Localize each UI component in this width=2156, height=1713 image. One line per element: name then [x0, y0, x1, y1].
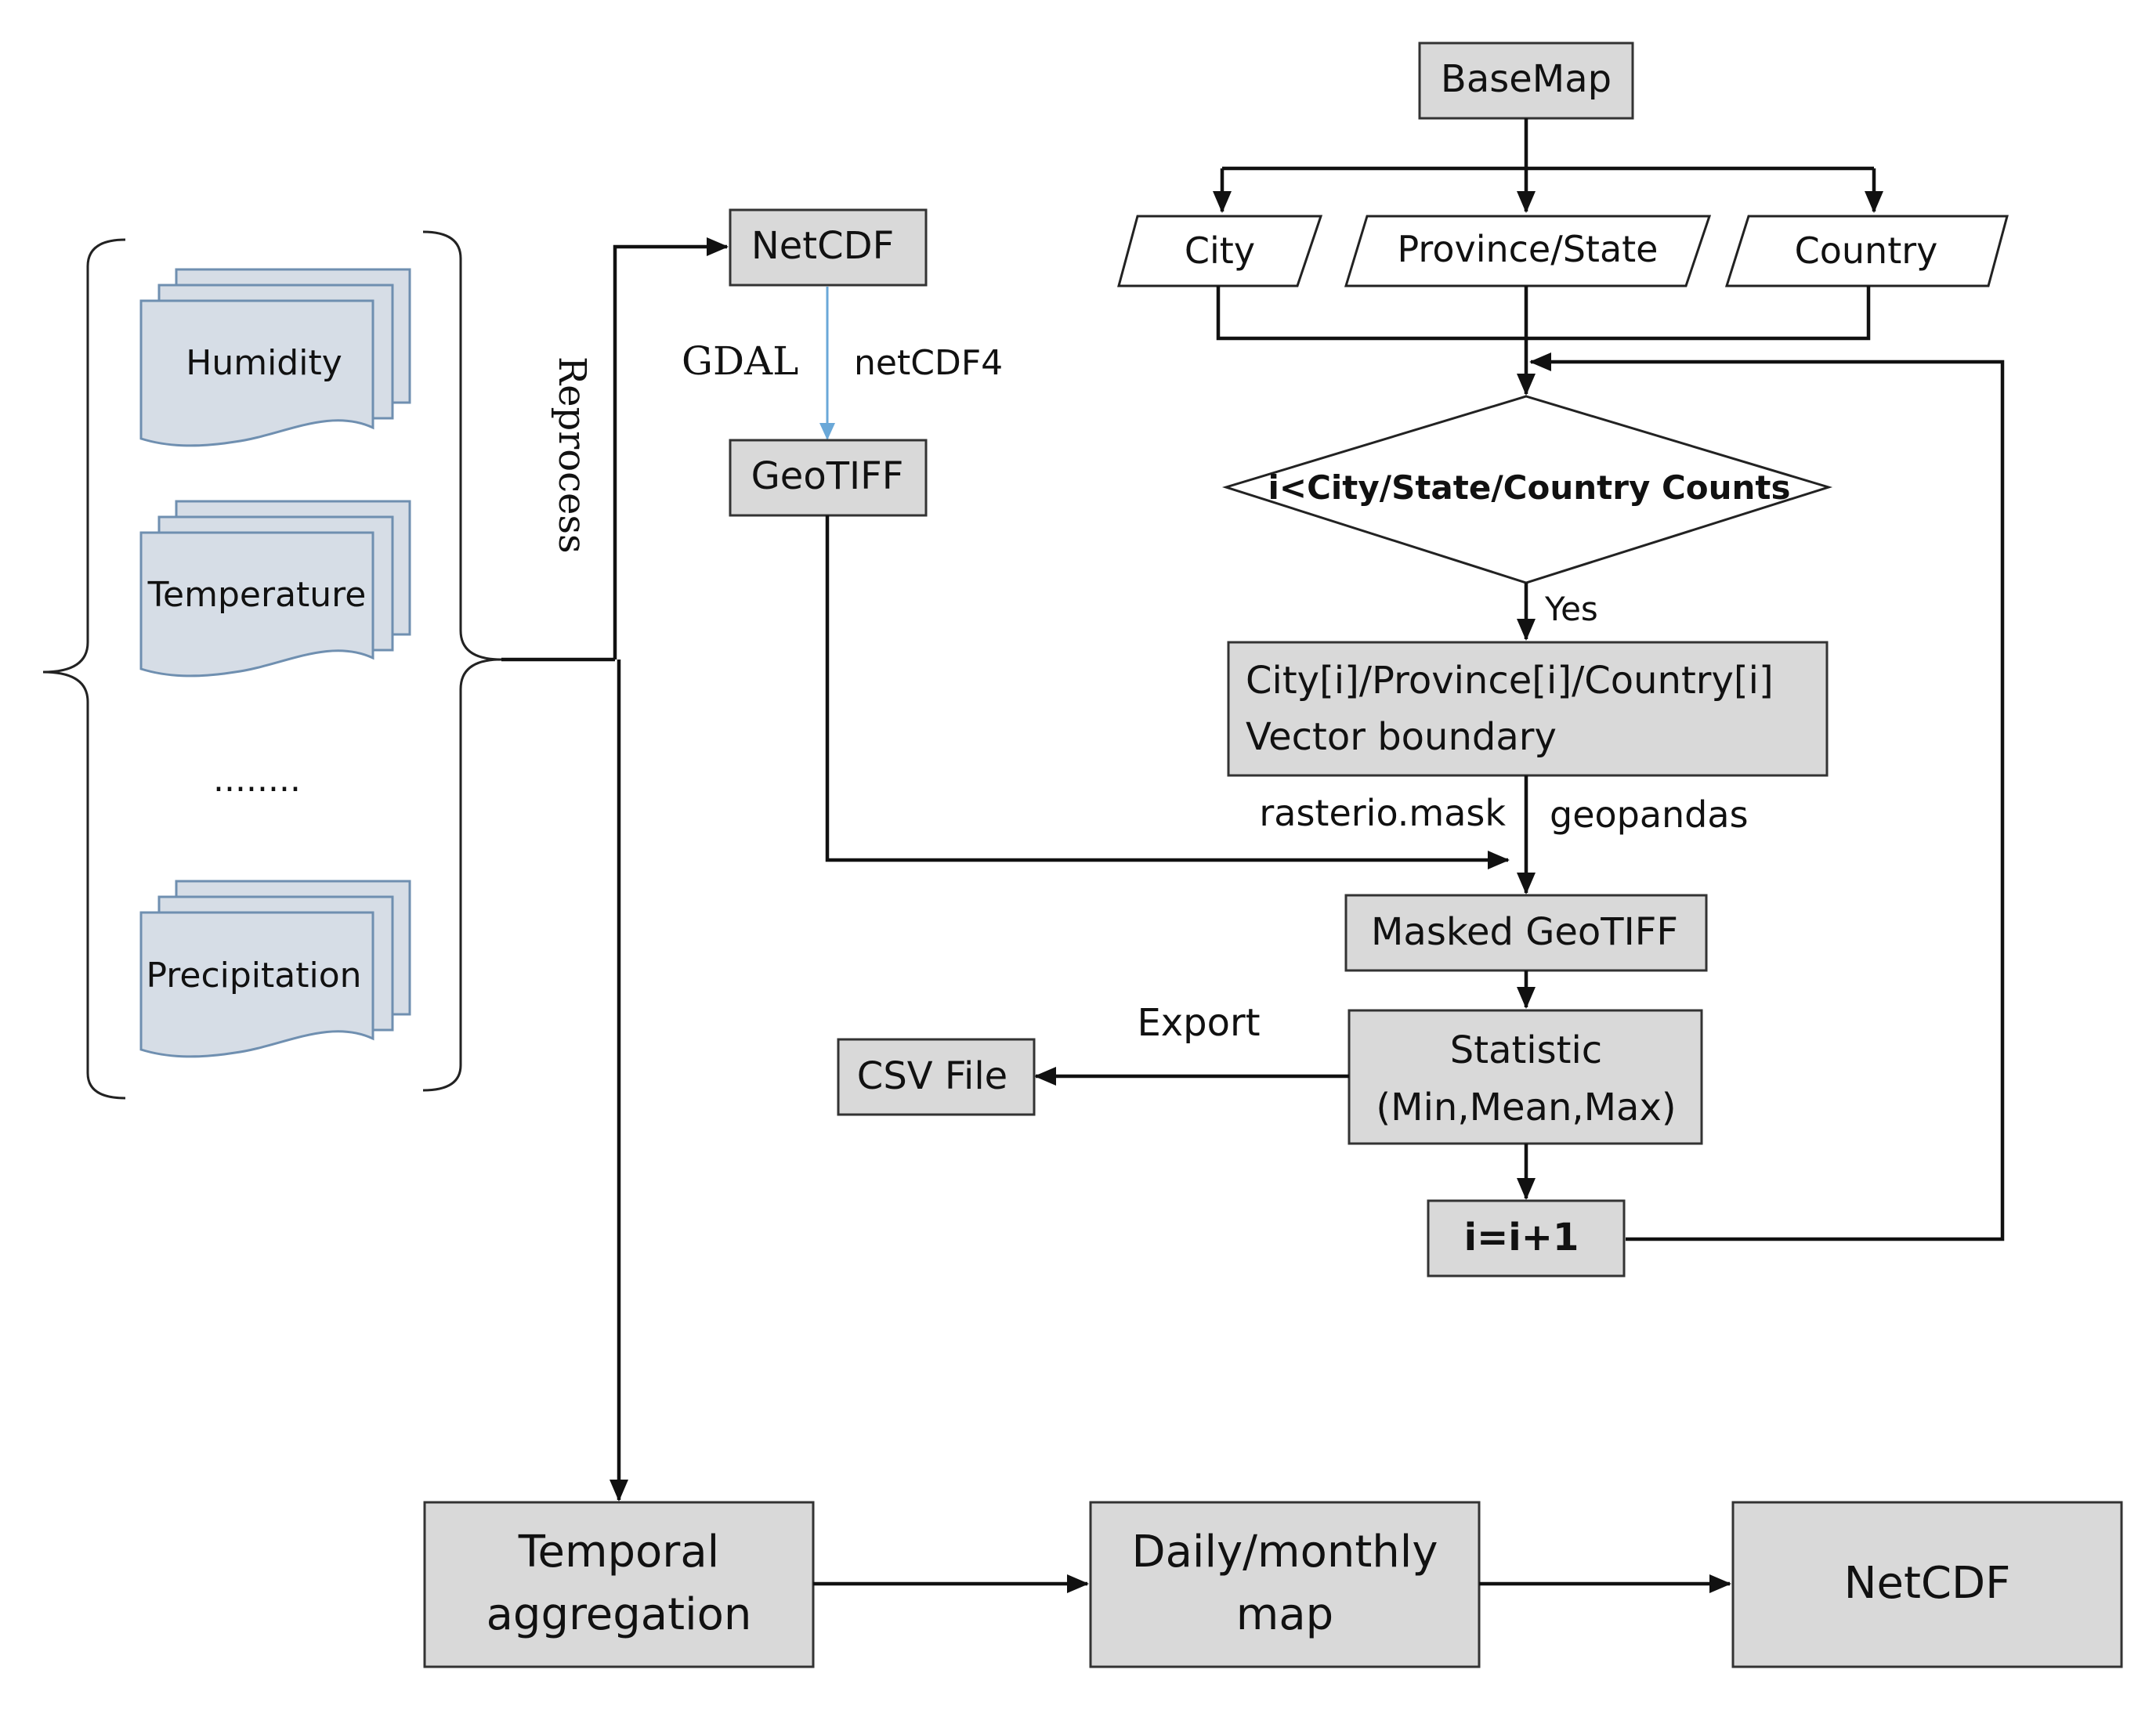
basemap-fanout — [1213, 118, 1883, 213]
statistic-line2: (Min,Mean,Max) — [1376, 1086, 1676, 1129]
geotiff-box: GeoTIFF — [729, 439, 928, 517]
country-label: Country — [1795, 229, 1938, 272]
netcdf-output-box: NetCDF — [1731, 1501, 2123, 1668]
yes-label: Yes — [1544, 590, 1598, 628]
vector-boundary-line2: Vector boundary — [1246, 715, 1557, 759]
netcdf-input-label: NetCDF — [751, 224, 894, 268]
netcdf-input-box: NetCDF — [729, 208, 928, 287]
geotiff-to-mask-arrow — [825, 515, 1510, 869]
province-state-input: Province/State — [1344, 215, 1712, 287]
decision-label: i<City/State/Country Counts — [1268, 468, 1791, 507]
city-input: City — [1117, 215, 1323, 287]
inputs-merge — [1216, 286, 1871, 396]
rasterio-label: rasterio.mask — [1259, 792, 1506, 834]
temperature-label: Temperature — [147, 575, 367, 615]
reprocess-connectors — [501, 237, 729, 1502]
geopandas-label: geopandas — [1550, 793, 1749, 836]
statistic-box: Statistic (Min,Mean,Max) — [1348, 1009, 1703, 1145]
basemap-label: BaseMap — [1441, 57, 1612, 101]
input-bracket — [42, 230, 502, 1100]
daily-line2: map — [1236, 1589, 1333, 1640]
csv-file-label: CSV File — [857, 1054, 1007, 1098]
vector-boundary-box: City[i]/Province[i]/Country[i] Vector bo… — [1227, 641, 1829, 777]
province-state-label: Province/State — [1398, 228, 1659, 270]
temperature-document: Temperature — [139, 500, 411, 678]
ellipsis-label: ........ — [213, 760, 301, 800]
gdal-label: GDAL — [682, 338, 798, 384]
csv-file-box: CSV File — [837, 1038, 1036, 1116]
humidity-document: Humidity — [139, 268, 411, 447]
daily-line1: Daily/monthly — [1131, 1527, 1438, 1577]
statistic-line1: Statistic — [1450, 1028, 1602, 1072]
city-label: City — [1185, 229, 1255, 272]
decision-diamond: i<City/State/Country Counts — [1221, 395, 1833, 584]
increment-label: i=i+1 — [1464, 1216, 1579, 1259]
daily-monthly-map-box: Daily/monthly map — [1089, 1501, 1481, 1668]
loop-back-arrow — [1529, 352, 2005, 1241]
temporal-line1: Temporal — [518, 1527, 719, 1577]
temporal-aggregation-box: Temporal aggregation — [423, 1501, 815, 1668]
geotiff-label: GeoTIFF — [751, 454, 904, 498]
export-label: Export — [1137, 1001, 1260, 1045]
reprocess-label: Reprocess — [550, 356, 594, 554]
country-input: Country — [1724, 215, 2009, 287]
temporal-line2: aggregation — [487, 1589, 752, 1640]
humidity-label: Humidity — [186, 343, 342, 383]
precipitation-label: Precipitation — [146, 956, 361, 996]
masked-geotiff-box: Masked GeoTIFF — [1344, 894, 1708, 972]
precipitation-document: Precipitation — [139, 880, 411, 1058]
vector-boundary-line1: City[i]/Province[i]/Country[i] — [1246, 659, 1774, 703]
basemap-box: BaseMap — [1418, 42, 1634, 120]
increment-box: i=i+1 — [1427, 1199, 1626, 1278]
netcdf-output-label: NetCDF — [1844, 1558, 2011, 1609]
netcdf4-label: netCDF4 — [854, 343, 1003, 383]
masked-geotiff-label: Masked GeoTIFF — [1371, 910, 1678, 954]
